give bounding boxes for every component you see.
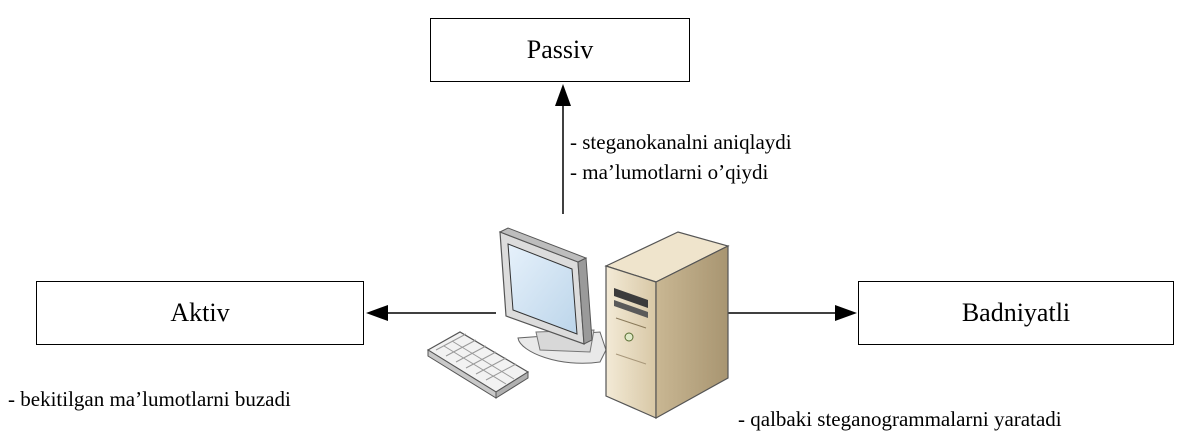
badniyatli-note-1: - qalbaki steganogrammalarni yaratadi (738, 407, 1062, 431)
computer-workstation-icon (426, 227, 730, 420)
arrow-to-badniyatli (728, 305, 857, 321)
passiv-note-2: - ma’lumotlarni o’qiydi (570, 160, 769, 184)
aktiv-box: Aktiv (36, 281, 364, 345)
passiv-label: Passiv (526, 35, 594, 64)
passiv-notes: - steganokanalni aniqlaydi - ma’lumotlar… (570, 127, 792, 187)
badniyatli-box: Badniyatli (858, 281, 1174, 345)
badniyatli-label: Badniyatli (961, 298, 1071, 327)
badniyatli-notes: - qalbaki steganogrammalarni yaratadi (738, 404, 1062, 434)
tower-icon (604, 231, 730, 420)
monitor-icon (498, 227, 607, 364)
passiv-note-1: - steganokanalni aniqlaydi (570, 130, 792, 154)
aktiv-label: Aktiv (170, 298, 230, 327)
keyboard-icon (426, 331, 530, 399)
arrow-to-passiv (555, 84, 571, 214)
aktiv-note-1: - bekitilgan ma’lumotlarni buzadi (8, 387, 291, 411)
arrow-to-aktiv (366, 305, 496, 321)
passiv-box: Passiv (430, 18, 690, 82)
aktiv-notes: - bekitilgan ma’lumotlarni buzadi (8, 384, 291, 414)
